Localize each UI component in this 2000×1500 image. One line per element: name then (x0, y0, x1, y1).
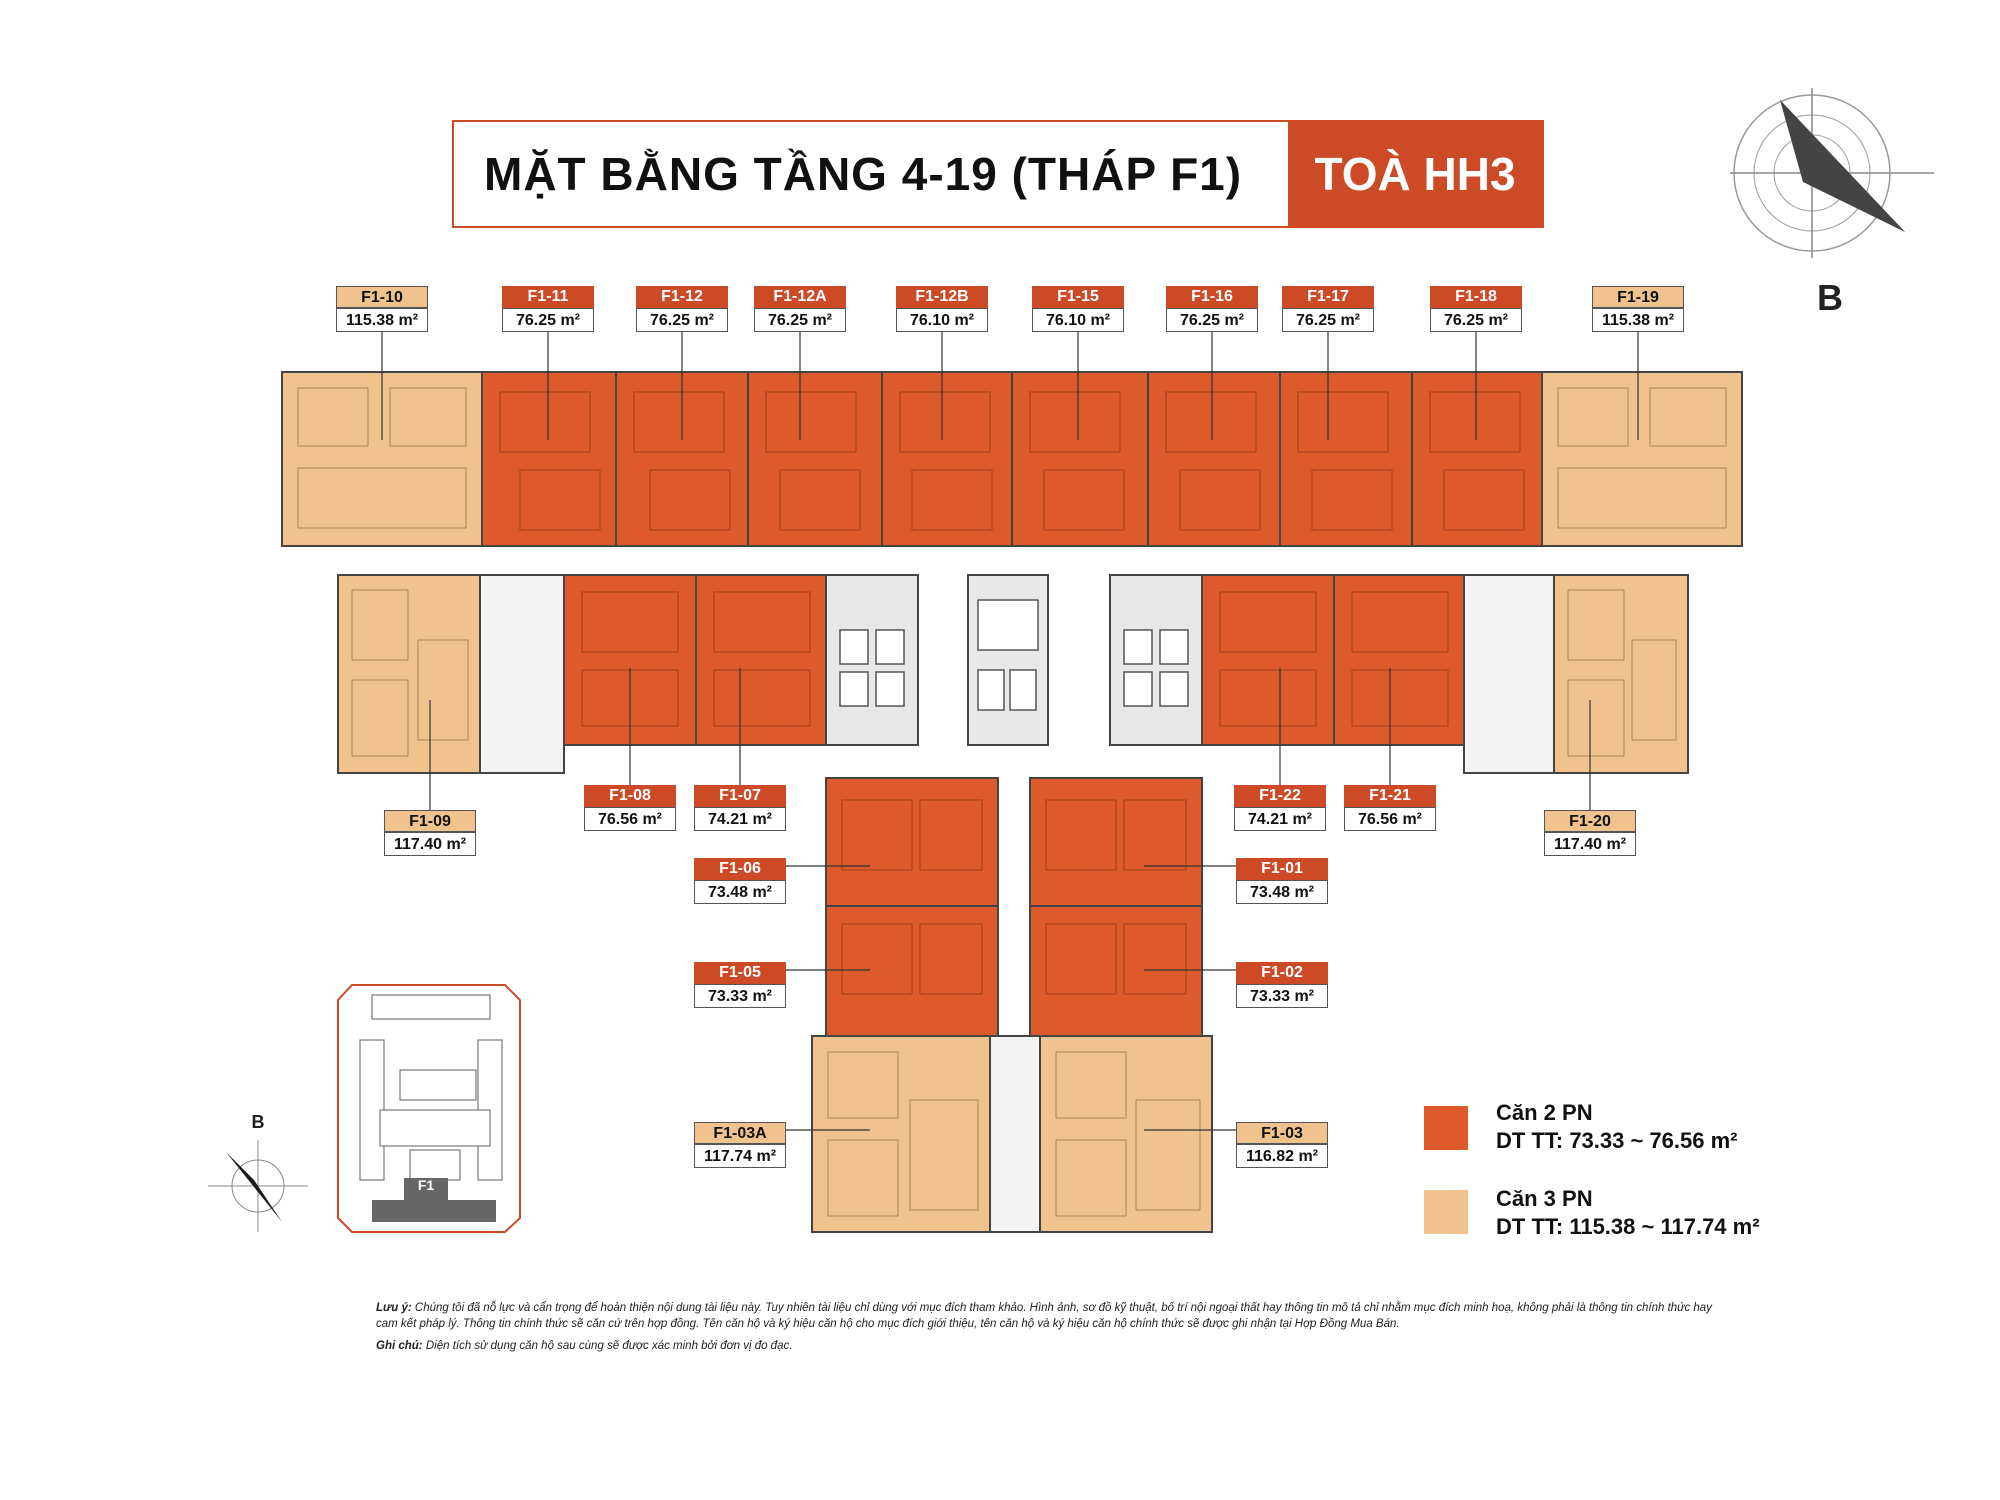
unit-code: F1-12A (754, 286, 846, 308)
legend-3pn-range: DT TT: 115.38 ~ 117.74 m² (1496, 1214, 1760, 1239)
unit-area: 76.25 m² (636, 308, 728, 332)
key-map (337, 984, 521, 1233)
legend-swatch-3pn (1424, 1190, 1468, 1234)
unit-code: F1-12 (636, 286, 728, 308)
unit-code: F1-03 (1236, 1122, 1328, 1144)
unit-code: F1-01 (1236, 858, 1328, 880)
unit-area: 73.48 m² (1236, 880, 1328, 904)
unit-area: 76.56 m² (584, 807, 676, 831)
small-compass-letter: B (252, 1112, 265, 1132)
unit-partitions (615, 372, 1413, 907)
note-luu-y-text: Chúng tôi đã nỗ lực và cẩn trọng để hoàn… (376, 1302, 1712, 1330)
unit-area: 73.48 m² (694, 880, 786, 904)
note-luu-y-label: Lưu ý: (376, 1302, 412, 1314)
unit-area: 117.74 m² (694, 1144, 786, 1168)
unit-area: 117.40 m² (384, 832, 476, 856)
note-ghi-chu-label: Ghi chú: (376, 1340, 423, 1352)
south-wing (811, 777, 1213, 1233)
unit-area: 115.38 m² (336, 308, 428, 332)
unit-code: F1-06 (694, 858, 786, 880)
unit-code: F1-22 (1234, 785, 1326, 807)
unit-code: F1-17 (1282, 286, 1374, 308)
unit-code: F1-10 (336, 286, 428, 308)
legend-3pn-name: Căn 3 PN (1496, 1186, 1593, 1211)
north-compass-icon (1730, 88, 1934, 258)
unit-code: F1-19 (1592, 286, 1684, 308)
unit-code: F1-16 (1166, 286, 1258, 308)
unit-area: 74.21 m² (1234, 807, 1326, 831)
unit-area: 76.25 m² (502, 308, 594, 332)
unit-code: F1-20 (1544, 810, 1636, 832)
legend-2pn-name: Căn 2 PN (1496, 1100, 1593, 1125)
page-title: MẶT BẰNG TẦNG 4-19 (THÁP F1) (484, 148, 1243, 200)
building-tag: TOÀ HH3 (1288, 122, 1542, 226)
unit-area: 73.33 m² (1236, 984, 1328, 1008)
unit-code: F1-05 (694, 962, 786, 984)
unit-area: 116.82 m² (1236, 1144, 1328, 1168)
unit-area: 74.21 m² (694, 807, 786, 831)
unit-code: F1-15 (1032, 286, 1124, 308)
unit-area: 76.25 m² (1166, 308, 1258, 332)
legend-swatch-2pn (1424, 1106, 1468, 1150)
disclaimer: Lưu ý: Chúng tôi đã nỗ lực và cẩn trọng … (376, 1300, 1716, 1354)
leader-lines (381, 332, 1639, 1131)
unit-area: 117.40 m² (1544, 832, 1636, 856)
unit-code: F1-18 (1430, 286, 1522, 308)
unit-code: F1-21 (1344, 785, 1436, 807)
unit-area: 76.10 m² (896, 308, 988, 332)
unit-area: 76.25 m² (1282, 308, 1374, 332)
keymap-tower-label: F1 (418, 1177, 435, 1193)
legend-2pn-range: DT TT: 73.33 ~ 76.56 m² (1496, 1128, 1738, 1153)
unit-code: F1-12B (896, 286, 988, 308)
small-compass-icon (208, 1140, 308, 1232)
unit-area: 76.25 m² (754, 308, 846, 332)
compass-letter: B (1817, 277, 1843, 318)
unit-code: F1-11 (502, 286, 594, 308)
unit-area: 76.56 m² (1344, 807, 1436, 831)
elevator-core (839, 599, 1189, 711)
unit-code: F1-08 (584, 785, 676, 807)
unit-area: 115.38 m² (1592, 308, 1684, 332)
unit-code: F1-02 (1236, 962, 1328, 984)
unit-area: 76.25 m² (1430, 308, 1522, 332)
room-lines (499, 391, 1525, 995)
unit-area: 76.10 m² (1032, 308, 1124, 332)
unit-code: F1-03A (694, 1122, 786, 1144)
room-lines-beige (297, 387, 1727, 1217)
note-ghi-chu-text: Diện tích sử dụng căn hộ sau cùng sẽ đượ… (425, 1340, 793, 1352)
title-banner: MẶT BẰNG TẦNG 4-19 (THÁP F1) TOÀ HH3 (452, 120, 1544, 228)
unit-code: F1-07 (694, 785, 786, 807)
unit-code: F1-09 (384, 810, 476, 832)
unit-area: 73.33 m² (694, 984, 786, 1008)
